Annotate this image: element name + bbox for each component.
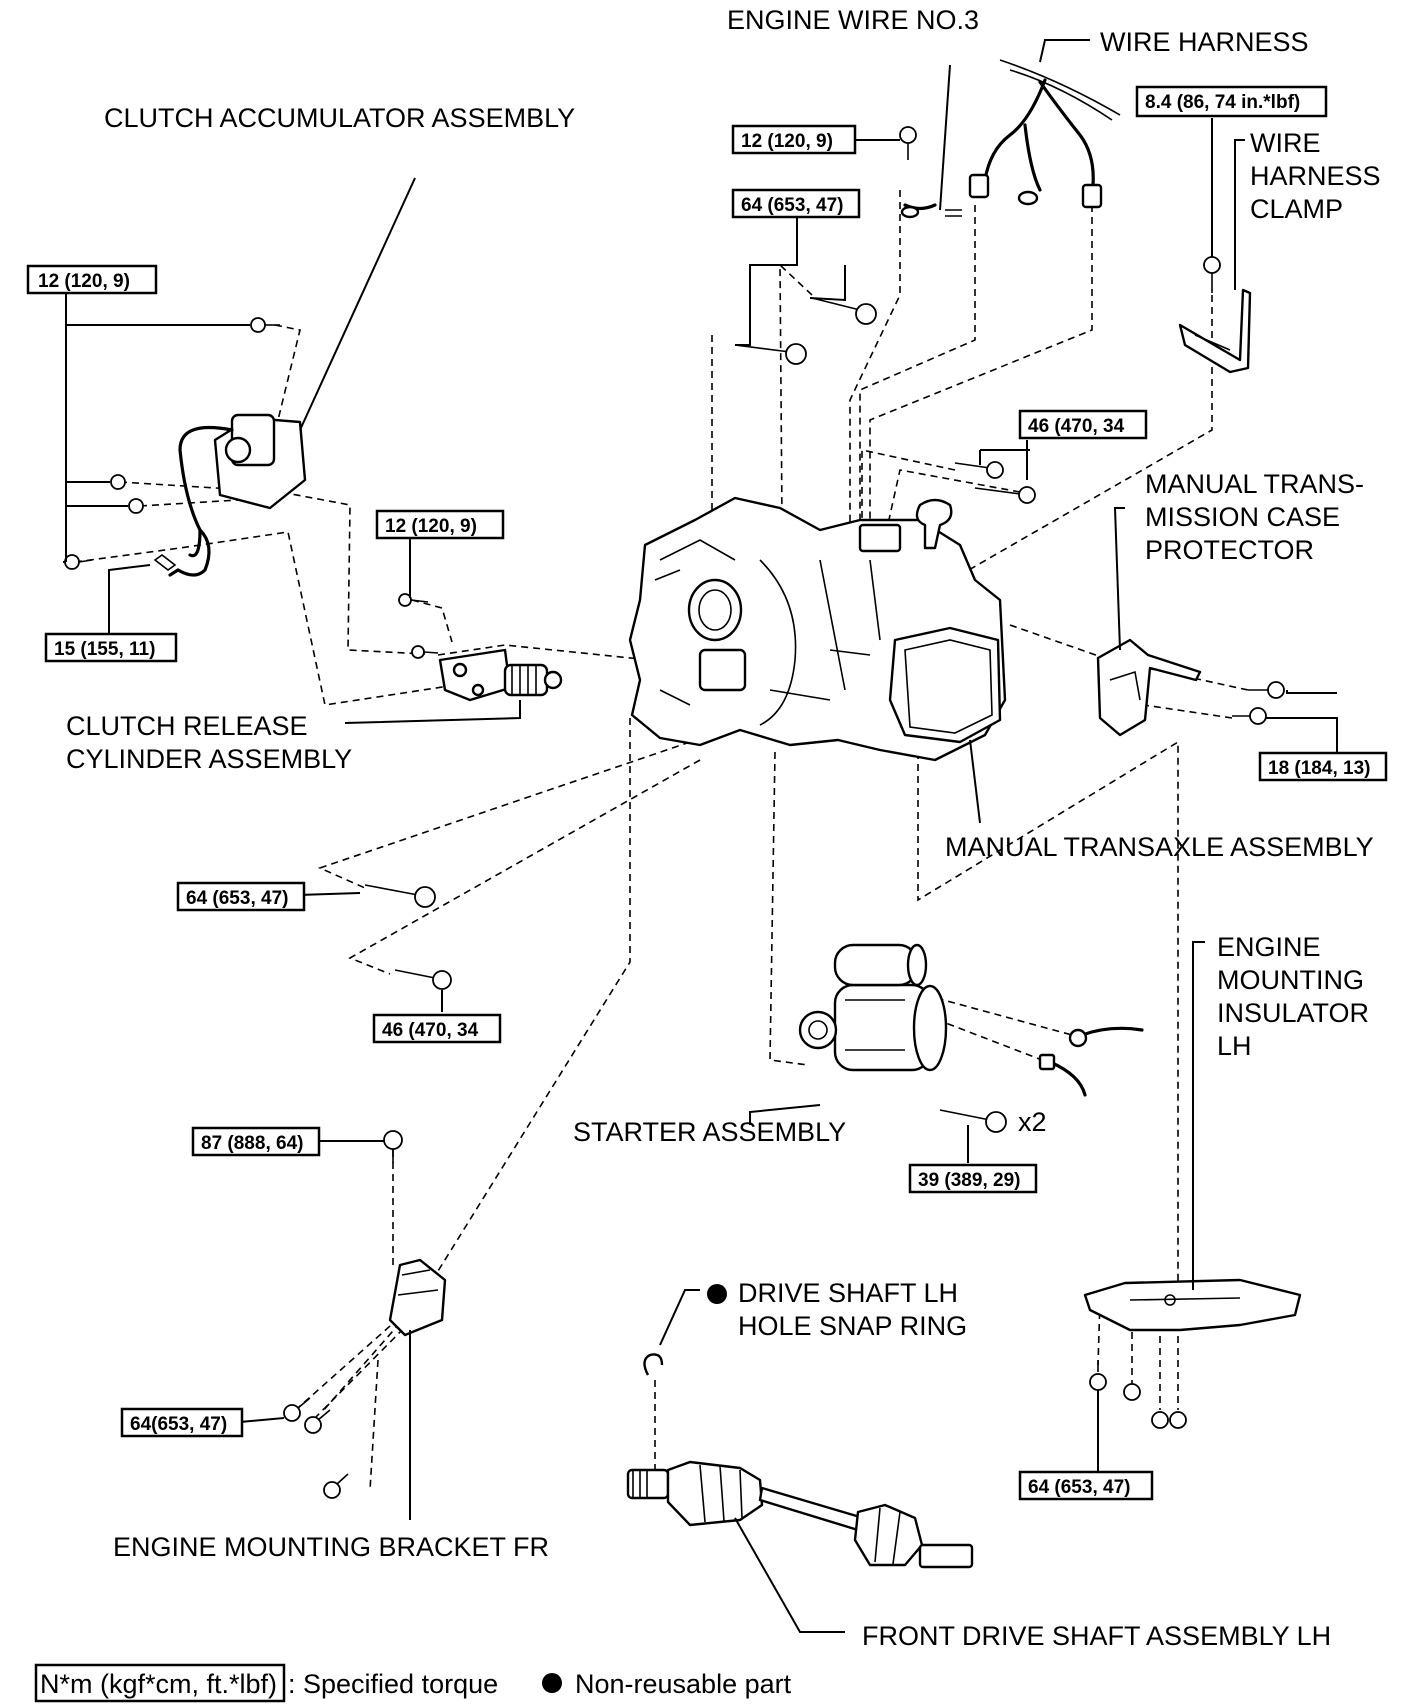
- engine-mounting-insulator-drawing: [1083, 1278, 1302, 1332]
- label-insulator-2: MOUNTING: [1217, 965, 1364, 995]
- label-insulator-1: ENGINE: [1217, 932, 1321, 962]
- svg-text:46 (470, 34: 46 (470, 34: [382, 1020, 479, 1041]
- label-case-protector-3: PROTECTOR: [1145, 535, 1314, 565]
- torque-box-64-bracket: 64(653, 47): [120, 1407, 244, 1438]
- svg-text:87 (888, 64): 87 (888, 64): [201, 1133, 303, 1154]
- label-harness-clamp-1: WIRE: [1250, 128, 1321, 158]
- svg-text:64 (653, 47): 64 (653, 47): [186, 888, 288, 909]
- torque-box-46-left: 46 (470, 34: [372, 1013, 502, 1044]
- label-drive-shaft: FRONT DRIVE SHAFT ASSEMBLY LH: [862, 1621, 1331, 1651]
- torque-box-46-top: 46 (470, 34: [1018, 409, 1148, 440]
- label-harness-clamp-2: HARNESS: [1250, 161, 1381, 191]
- legend-dot-icon: [542, 1673, 562, 1693]
- legend-torque-text: : Specified torque: [288, 1669, 498, 1699]
- label-release-cylinder-2: CYLINDER ASSEMBLY: [66, 744, 352, 774]
- legend: N*m (kgf*cm, ft.*lbf) : Specified torque…: [34, 1663, 792, 1703]
- torque-box-18: 18 (184, 13): [1258, 751, 1388, 782]
- legend-torque-units: N*m (kgf*cm, ft.*lbf): [40, 1669, 277, 1699]
- label-insulator-4: LH: [1217, 1031, 1252, 1061]
- label-transaxle: MANUAL TRANSAXLE ASSEMBLY: [945, 832, 1374, 862]
- legend-torque-box: [34, 1663, 286, 1703]
- svg-text:12 (120, 9): 12 (120, 9): [385, 516, 477, 537]
- label-multiplier: x2: [1018, 1107, 1047, 1137]
- torque-box-15: 15 (155, 11): [44, 632, 178, 663]
- label-engine-wire: ENGINE WIRE NO.3: [727, 5, 979, 35]
- case-protector-drawing: [1096, 638, 1202, 737]
- engine-mounting-bracket-drawing: [388, 1258, 447, 1337]
- starter-drawing: [798, 943, 1144, 1097]
- label-wire-harness: WIRE HARNESS: [1100, 27, 1309, 57]
- wire-harness-drawing: [900, 59, 1121, 219]
- torque-box-release: 12 (120, 9): [375, 509, 505, 540]
- label-case-protector-1: MANUAL TRANS-: [1145, 469, 1364, 499]
- label-snap-ring-2: HOLE SNAP RING: [738, 1311, 967, 1341]
- svg-text:39 (389, 29): 39 (389, 29): [918, 1170, 1020, 1191]
- alignment-lines: [74, 190, 1249, 1491]
- svg-text:12 (120, 9): 12 (120, 9): [741, 131, 833, 152]
- torque-box-39: 39 (389, 29): [908, 1163, 1038, 1194]
- legend-nonreuse-text: Non-reusable part: [575, 1669, 792, 1699]
- label-insulator-3: INSULATOR: [1217, 998, 1369, 1028]
- label-clutch-accumulator: CLUTCH ACCUMULATOR ASSEMBLY: [104, 103, 575, 133]
- svg-text:15 (155, 11): 15 (155, 11): [54, 639, 155, 660]
- svg-text:8.4 (86, 74 in.*lbf): 8.4 (86, 74 in.*lbf): [1145, 92, 1300, 113]
- label-bracket-fr: ENGINE MOUNTING BRACKET FR: [113, 1532, 549, 1562]
- torque-box-wire: 12 (120, 9): [731, 124, 857, 155]
- label-starter: STARTER ASSEMBLY: [573, 1117, 846, 1147]
- non-reusable-marker: [707, 1284, 727, 1304]
- torque-box-64-insulator: 64 (653, 47): [1018, 1470, 1154, 1501]
- torque-box-64-left: 64 (653, 47): [176, 881, 306, 912]
- transaxle-drawing: [628, 496, 1007, 762]
- part-labels: ENGINE WIRE NO.3 WIRE HARNESS CLUTCH ACC…: [66, 5, 1381, 1651]
- svg-text:64(653, 47): 64(653, 47): [130, 1414, 227, 1435]
- label-release-cylinder-1: CLUTCH RELEASE: [66, 711, 308, 741]
- drive-shaft-drawing: [626, 1353, 974, 1569]
- svg-text:64 (653, 47): 64 (653, 47): [1028, 1477, 1130, 1498]
- clutch-release-cylinder-drawing: [438, 648, 563, 702]
- label-harness-clamp-3: CLAMP: [1250, 194, 1343, 224]
- label-case-protector-2: MISSION CASE: [1145, 502, 1340, 532]
- svg-text:18 (184, 13): 18 (184, 13): [1268, 758, 1370, 779]
- svg-text:46 (470, 34: 46 (470, 34: [1028, 416, 1125, 437]
- torque-box-clamp: 8.4 (86, 74 in.*lbf): [1135, 85, 1328, 118]
- torque-boxes: 12 (120, 9) 12 (120, 9) 8.4 (86, 74 in.*…: [26, 85, 1388, 1501]
- torque-box-top: 64 (653, 47): [731, 188, 861, 219]
- torque-box-accumulator: 12 (120, 9): [26, 264, 158, 295]
- label-snap-ring-1: DRIVE SHAFT LH: [738, 1278, 958, 1308]
- clutch-accumulator-drawing: [153, 413, 307, 577]
- svg-text:12 (120, 9): 12 (120, 9): [38, 271, 130, 292]
- wire-harness-clamp-drawing: [1178, 288, 1252, 374]
- svg-text:64 (653, 47): 64 (653, 47): [741, 195, 843, 216]
- torque-box-87: 87 (888, 64): [191, 1126, 321, 1157]
- leader-lines: [63, 39, 1338, 1633]
